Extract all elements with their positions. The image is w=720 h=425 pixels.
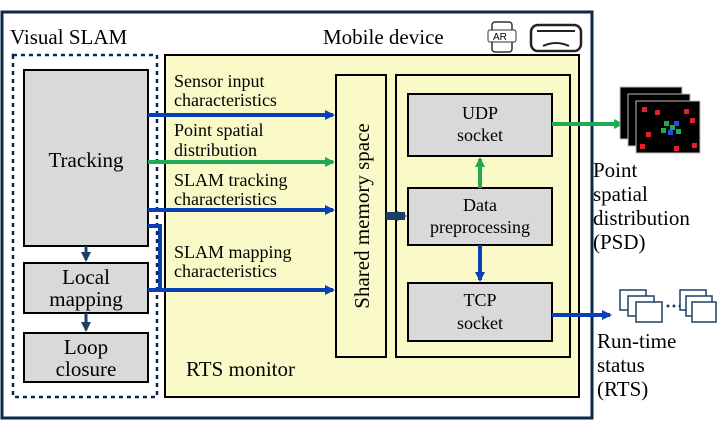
loop-closure-block [23, 332, 149, 383]
udp-socket-line1: UDP [462, 103, 498, 123]
rts-line1: Run-time [597, 329, 676, 353]
slam-mapping-line1: SLAM mapping [174, 242, 292, 262]
ar-phone-icon: AR [487, 21, 517, 53]
data-preprocessing-line2: preprocessing [430, 217, 530, 237]
arrow-tracking-to-mapping-feed [148, 224, 162, 290]
shared-memory-label: Shared memory space [350, 123, 374, 308]
vr-headset-icon [529, 23, 583, 53]
data-preprocessing-line1: Data [463, 195, 497, 215]
rts-line2: status [597, 353, 645, 377]
psd-line4: (PSD) [593, 230, 646, 254]
local-mapping-line1: Local [62, 265, 110, 289]
udp-socket-line2: socket [457, 125, 503, 145]
psd-line2: spatial [593, 182, 648, 206]
udp-socket-block [407, 93, 553, 157]
loop-closure-line1: Loop [64, 335, 108, 359]
slam-mapping-line2: characteristics [174, 261, 277, 281]
sensor-input-line2: characteristics [174, 90, 277, 110]
server-cluster-icon [619, 289, 717, 323]
sensor-input-line1: Sensor input [174, 71, 265, 91]
slam-tracking-line2: characteristics [174, 189, 277, 209]
tcp-socket-line1: TCP [463, 290, 496, 310]
slam-tracking-line1: SLAM tracking [174, 170, 287, 190]
tcp-socket-block [407, 282, 553, 342]
data-preprocessing-block [407, 187, 553, 246]
loop-closure-line2: closure [56, 357, 117, 381]
psd-screens-icon [619, 86, 701, 154]
point-spatial-line1: Point spatial [174, 120, 264, 140]
ar-icon-label: AR [493, 32, 507, 43]
point-spatial-line2: distribution [174, 140, 257, 160]
shared-memory-block [335, 74, 387, 358]
rts-monitor-title: RTS monitor [186, 357, 295, 381]
tracking-label: Tracking [48, 148, 124, 172]
local-mapping-block [23, 262, 149, 314]
rts-line3: (RTS) [597, 377, 648, 401]
local-mapping-line2: mapping [49, 287, 123, 311]
tracking-block [23, 69, 149, 247]
visual-slam-title: Visual SLAM [10, 25, 127, 49]
tcp-socket-line2: socket [457, 313, 503, 333]
psd-line1: Point [593, 158, 638, 182]
psd-line3: distribution [593, 206, 690, 230]
mobile-device-title: Mobile device [323, 25, 444, 49]
